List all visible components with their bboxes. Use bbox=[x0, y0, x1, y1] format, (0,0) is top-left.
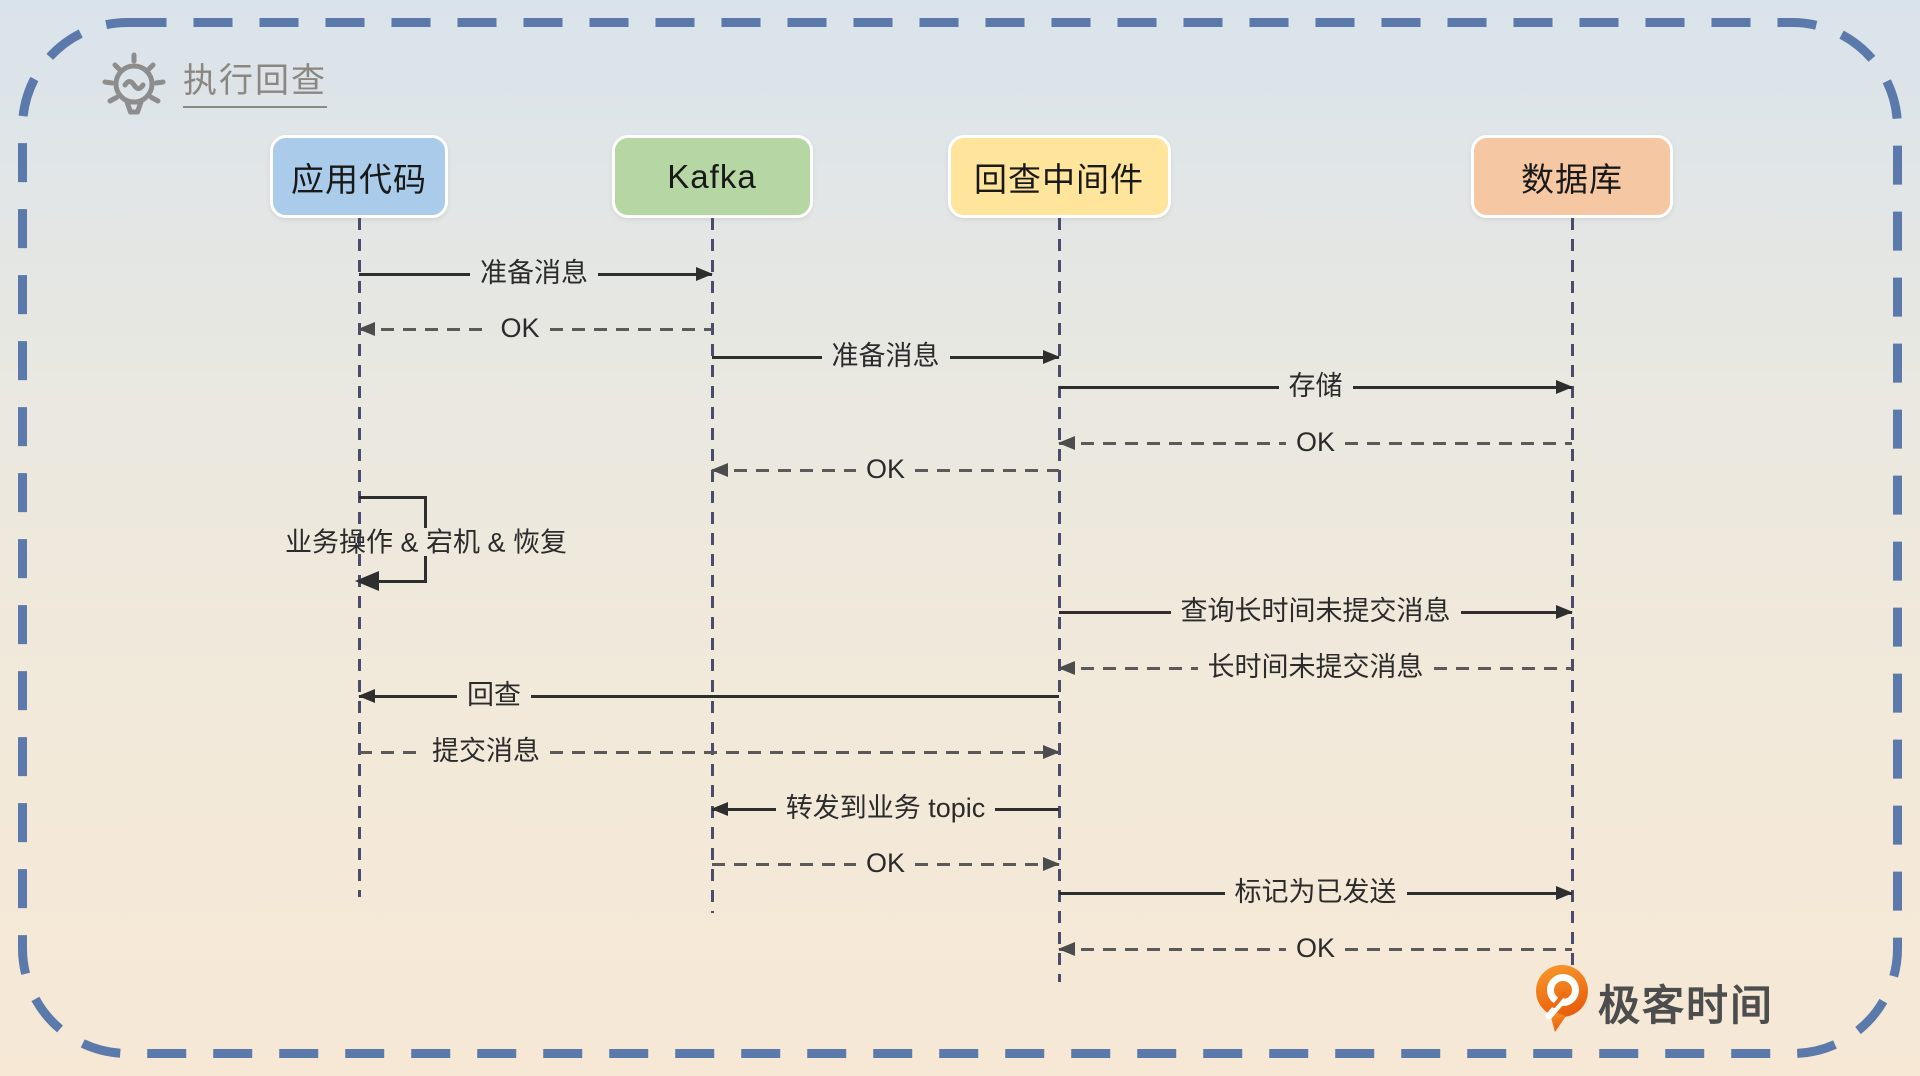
message-label: OK bbox=[500, 313, 540, 344]
participant-db: 数据库 bbox=[1471, 135, 1673, 218]
message-label: 提交消息 bbox=[432, 736, 540, 767]
lifeline-app bbox=[357, 218, 361, 897]
arrowhead-icon bbox=[1058, 436, 1075, 450]
arrowhead-icon bbox=[1043, 745, 1060, 759]
message-label: OK bbox=[1296, 933, 1336, 964]
lifeline-mw bbox=[1057, 218, 1061, 982]
message-label: 准备消息 bbox=[831, 341, 940, 372]
participant-mw: 回查中间件 bbox=[947, 135, 1171, 218]
arrowhead-icon bbox=[696, 267, 713, 281]
message-label: 准备消息 bbox=[480, 258, 588, 289]
arrowhead-icon bbox=[711, 802, 728, 816]
message-label: OK bbox=[866, 848, 906, 879]
geektime-logo-icon bbox=[1536, 965, 1588, 1032]
lightbulb-icon bbox=[102, 52, 166, 115]
message-label: OK bbox=[1296, 427, 1336, 458]
lifeline-db bbox=[1570, 218, 1574, 978]
arrowhead-icon bbox=[358, 689, 375, 703]
participant-app: 应用代码 bbox=[270, 135, 448, 218]
arrowhead-icon bbox=[1043, 350, 1060, 364]
arrowhead-icon bbox=[358, 322, 375, 336]
geektime-logo-text: 极客时间 bbox=[1598, 982, 1775, 1029]
arrowhead-icon bbox=[1556, 886, 1573, 900]
self-loop-label: 业务操作 & 宕机 & 恢复 bbox=[284, 527, 568, 558]
message-label: 存储 bbox=[1288, 371, 1343, 402]
arrowhead-icon bbox=[1058, 942, 1075, 956]
arrowhead-icon bbox=[1058, 661, 1075, 675]
message-label: 回查 bbox=[467, 680, 521, 711]
participant-kafka: Kafka bbox=[611, 135, 813, 218]
self-loop-line-right bbox=[424, 496, 427, 528]
message-label: 转发到业务 topic bbox=[785, 793, 986, 824]
lifeline-kafka bbox=[710, 218, 714, 913]
message-label: 标记为已发送 bbox=[1234, 877, 1397, 908]
message-label: 查询长时间未提交消息 bbox=[1180, 596, 1451, 627]
self-loop-line-top bbox=[359, 496, 427, 499]
arrowhead-icon bbox=[1556, 605, 1573, 619]
message-label: 长时间未提交消息 bbox=[1207, 652, 1424, 683]
diagram-title: 执行回查 bbox=[183, 63, 327, 108]
arrowhead-icon bbox=[1043, 857, 1060, 871]
message-label: OK bbox=[866, 454, 906, 485]
self-loop-arrowhead bbox=[355, 571, 379, 591]
arrowhead-icon bbox=[1556, 380, 1573, 394]
self-loop-line-bottom bbox=[378, 580, 427, 583]
self-loop-line-right bbox=[424, 556, 427, 583]
arrowhead-icon bbox=[711, 463, 728, 477]
